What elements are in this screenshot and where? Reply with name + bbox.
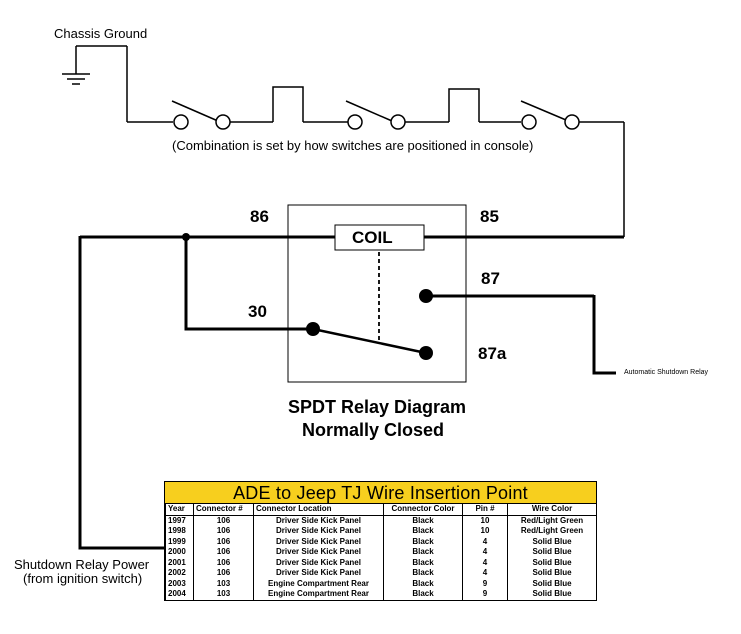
cell-connector-location: Driver Side Kick Panel — [253, 536, 384, 547]
contact-87a — [419, 346, 433, 360]
contact-30 — [306, 322, 320, 336]
jumper-2 — [448, 88, 480, 122]
cell-connector-color: Black — [383, 557, 463, 568]
cell-connector-color: Black — [383, 589, 463, 600]
cell-wire-color: Solid Blue — [507, 536, 597, 547]
cell-connector-location: Driver Side Kick Panel — [253, 515, 384, 526]
cell-year: 1997 — [165, 515, 194, 526]
header-pin-number: Pin # — [462, 504, 508, 516]
cell-wire-color: Solid Blue — [507, 547, 597, 558]
cell-connector-number: 106 — [193, 526, 254, 537]
ignition-power-wire — [78, 236, 164, 550]
cell-wire-color: Solid Blue — [507, 578, 597, 589]
combination-note: (Combination is set by how switches are … — [172, 138, 534, 153]
cell-wire-color: Red/Light Green — [507, 515, 597, 526]
cell-pin-number: 4 — [462, 557, 508, 568]
cell-connector-location: Driver Side Kick Panel — [253, 568, 384, 579]
cell-connector-location: Engine Compartment Rear — [253, 578, 384, 589]
table-header-row: Year Connector # Connector Location Conn… — [165, 504, 597, 516]
asd-relay-wire — [592, 295, 616, 375]
chassis-ground-label: Chassis Ground — [54, 26, 148, 41]
cell-pin-number: 10 — [462, 526, 508, 537]
cell-year: 1998 — [165, 526, 194, 537]
cell-connector-location: Driver Side Kick Panel — [253, 557, 384, 568]
relay-box — [287, 204, 467, 383]
coil-box — [334, 224, 425, 251]
cell-year: 2002 — [165, 568, 194, 579]
header-year: Year — [165, 504, 194, 516]
cell-connector-location: Engine Compartment Rear — [253, 589, 384, 600]
cell-pin-number: 4 — [462, 536, 508, 547]
header-wire-color: Wire Color — [507, 504, 597, 516]
ground-icon — [62, 45, 128, 122]
cell-year: 2004 — [165, 589, 194, 600]
header-connector-number: Connector # — [193, 504, 254, 516]
cell-connector-color: Black — [383, 526, 463, 537]
cell-wire-color: Solid Blue — [507, 568, 597, 579]
relay-switch-arm — [312, 327, 427, 355]
relay-title-line1: SPDT Relay Diagram — [287, 397, 467, 417]
cell-connector-color: Black — [383, 536, 463, 547]
cell-pin-number: 4 — [462, 568, 508, 579]
cell-connector-location: Driver Side Kick Panel — [253, 526, 384, 537]
header-connector-color: Connector Color — [383, 504, 463, 516]
cell-year: 2003 — [165, 578, 194, 589]
toggle-switch-1 — [171, 100, 231, 130]
switch-chain — [127, 86, 625, 237]
shutdown-power-label-line2: (from ignition switch) — [23, 571, 143, 586]
cell-connector-location: Driver Side Kick Panel — [253, 547, 384, 558]
cell-connector-color: Black — [383, 547, 463, 558]
cell-connector-color: Black — [383, 578, 463, 589]
cell-pin-number: 9 — [462, 578, 508, 589]
cell-connector-number: 106 — [193, 547, 254, 558]
cell-connector-number: 103 — [193, 578, 254, 589]
cell-pin-number: 4 — [462, 547, 508, 558]
relay-title-line2: Normally Closed — [301, 420, 445, 440]
cell-connector-number: 106 — [193, 536, 254, 547]
cell-year: 1999 — [165, 536, 194, 547]
cell-pin-number: 9 — [462, 589, 508, 600]
pin-30-label: 30 — [248, 302, 267, 321]
thick-wires — [78, 235, 624, 550]
cell-connector-color: Black — [383, 568, 463, 579]
cell-connector-number: 103 — [193, 589, 254, 600]
cell-wire-color: Red/Light Green — [507, 526, 597, 537]
shutdown-power-label-line1: Shutdown Relay Power — [14, 557, 150, 572]
pin-85-label: 85 — [480, 207, 499, 226]
toggle-switch-3 — [520, 100, 580, 130]
pin-86-label: 86 — [250, 207, 269, 226]
jumper-1 — [272, 86, 304, 122]
cell-connector-color: Black — [383, 515, 463, 526]
pin30-wire — [184, 237, 313, 331]
cell-wire-color: Solid Blue — [507, 557, 597, 568]
pin-87-label: 87 — [481, 269, 500, 288]
pin-87a-label: 87a — [478, 344, 507, 363]
coil-label: COIL — [352, 228, 393, 247]
junction-dot — [182, 233, 190, 241]
cell-pin-number: 10 — [462, 515, 508, 526]
table-title: ADE to Jeep TJ Wire Insertion Point — [165, 482, 596, 504]
wire-insertion-table: ADE to Jeep TJ Wire Insertion Point Year… — [164, 481, 597, 601]
asd-relay-label: Automatic Shutdown Relay — [624, 369, 709, 376]
contact-87 — [419, 289, 433, 303]
cell-wire-color: Solid Blue — [507, 589, 597, 600]
cell-year: 2000 — [165, 547, 194, 558]
toggle-switch-2 — [345, 100, 406, 130]
cell-year: 2001 — [165, 557, 194, 568]
cell-connector-number: 106 — [193, 568, 254, 579]
cell-connector-number: 106 — [193, 515, 254, 526]
cell-connector-number: 106 — [193, 557, 254, 568]
header-connector-location: Connector Location — [253, 504, 384, 516]
